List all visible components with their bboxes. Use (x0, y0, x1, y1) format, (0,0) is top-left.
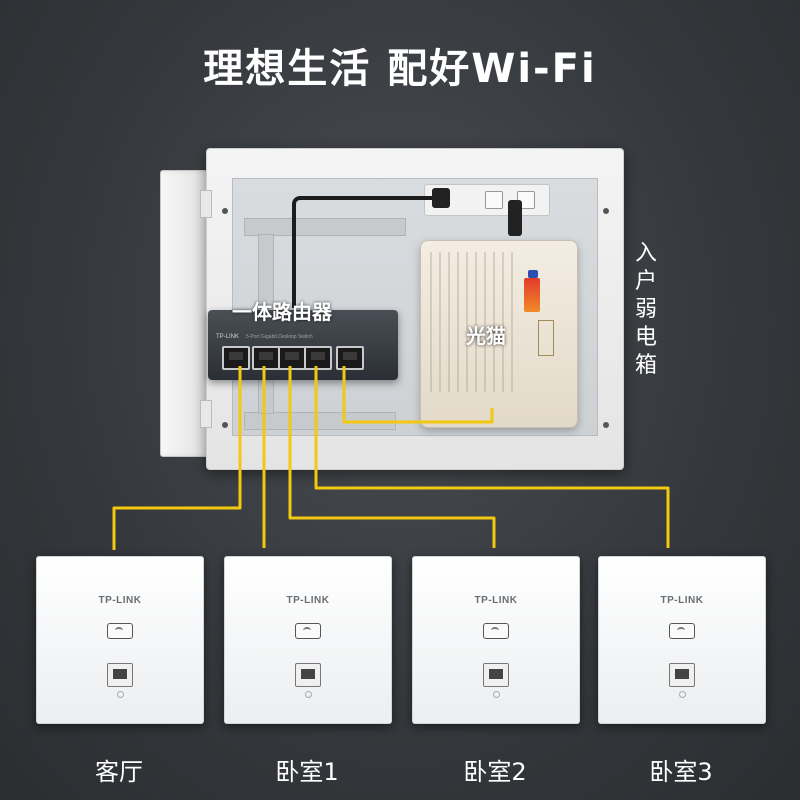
door-hinge (200, 400, 212, 428)
modem-logo-icon (528, 270, 538, 278)
room-label-bedroom2: 卧室2 (463, 758, 527, 786)
ethernet-port-icon (483, 663, 509, 687)
ethernet-port (222, 346, 250, 370)
router-brand: TP-LINK (216, 334, 240, 340)
panel-brand: TP-LINK (474, 595, 518, 606)
led-icon (117, 691, 124, 698)
page-title: 理想生活 配好Wi-Fi (203, 46, 597, 92)
screw (222, 422, 228, 428)
panel-brand: TP-LINK (98, 595, 142, 606)
mounting-rail (244, 218, 406, 236)
cabinet-label-char: 弱 (634, 297, 657, 322)
screw (222, 208, 228, 214)
led-icon (679, 691, 686, 698)
ethernet-port (304, 346, 332, 370)
ethernet-port-icon (107, 663, 133, 687)
cabinet-label: 入 户 弱 电 箱 (632, 240, 660, 380)
screw (603, 422, 609, 428)
modem-tag (538, 320, 554, 356)
socket (485, 191, 503, 209)
modem-label: 光猫 (466, 324, 506, 348)
power-plug (432, 188, 450, 208)
cabinet-label-char: 电 (634, 325, 657, 350)
ethernet-port-icon (669, 663, 695, 687)
wifi-icon (107, 623, 133, 639)
ap-panel-bedroom2: TP-LINK (412, 556, 580, 724)
led-icon (493, 691, 500, 698)
ap-panel-bedroom3: TP-LINK (598, 556, 766, 724)
cabinet-label-char: 箱 (634, 353, 657, 378)
room-label-living-room: 客厅 (95, 758, 143, 786)
panel-brand: TP-LINK (660, 595, 704, 606)
wifi-icon (295, 623, 321, 639)
ap-panel-living-room: TP-LINK (36, 556, 204, 724)
wifi-icon (483, 623, 509, 639)
room-label-bedroom1: 卧室1 (275, 758, 339, 786)
cabinet-label-char: 户 (634, 269, 657, 294)
ethernet-port-icon (295, 663, 321, 687)
panel-brand: TP-LINK (286, 595, 330, 606)
mounting-rail (244, 412, 396, 430)
power-plug (508, 200, 522, 236)
router-label: 一体路由器 (232, 300, 332, 324)
power-cable (292, 196, 438, 308)
wifi-icon (669, 623, 695, 639)
led-icon (305, 691, 312, 698)
ethernet-port (336, 346, 364, 370)
router-model: 5-Port Gigabit Desktop Switch (246, 334, 313, 340)
ethernet-port (252, 346, 280, 370)
cabinet-label-char: 入 (634, 241, 657, 266)
screw (603, 208, 609, 214)
modem-logo-icon (524, 278, 540, 312)
door-hinge (200, 190, 212, 218)
ap-panel-bedroom1: TP-LINK (224, 556, 392, 724)
room-label-bedroom3: 卧室3 (649, 758, 713, 786)
ethernet-port (278, 346, 306, 370)
